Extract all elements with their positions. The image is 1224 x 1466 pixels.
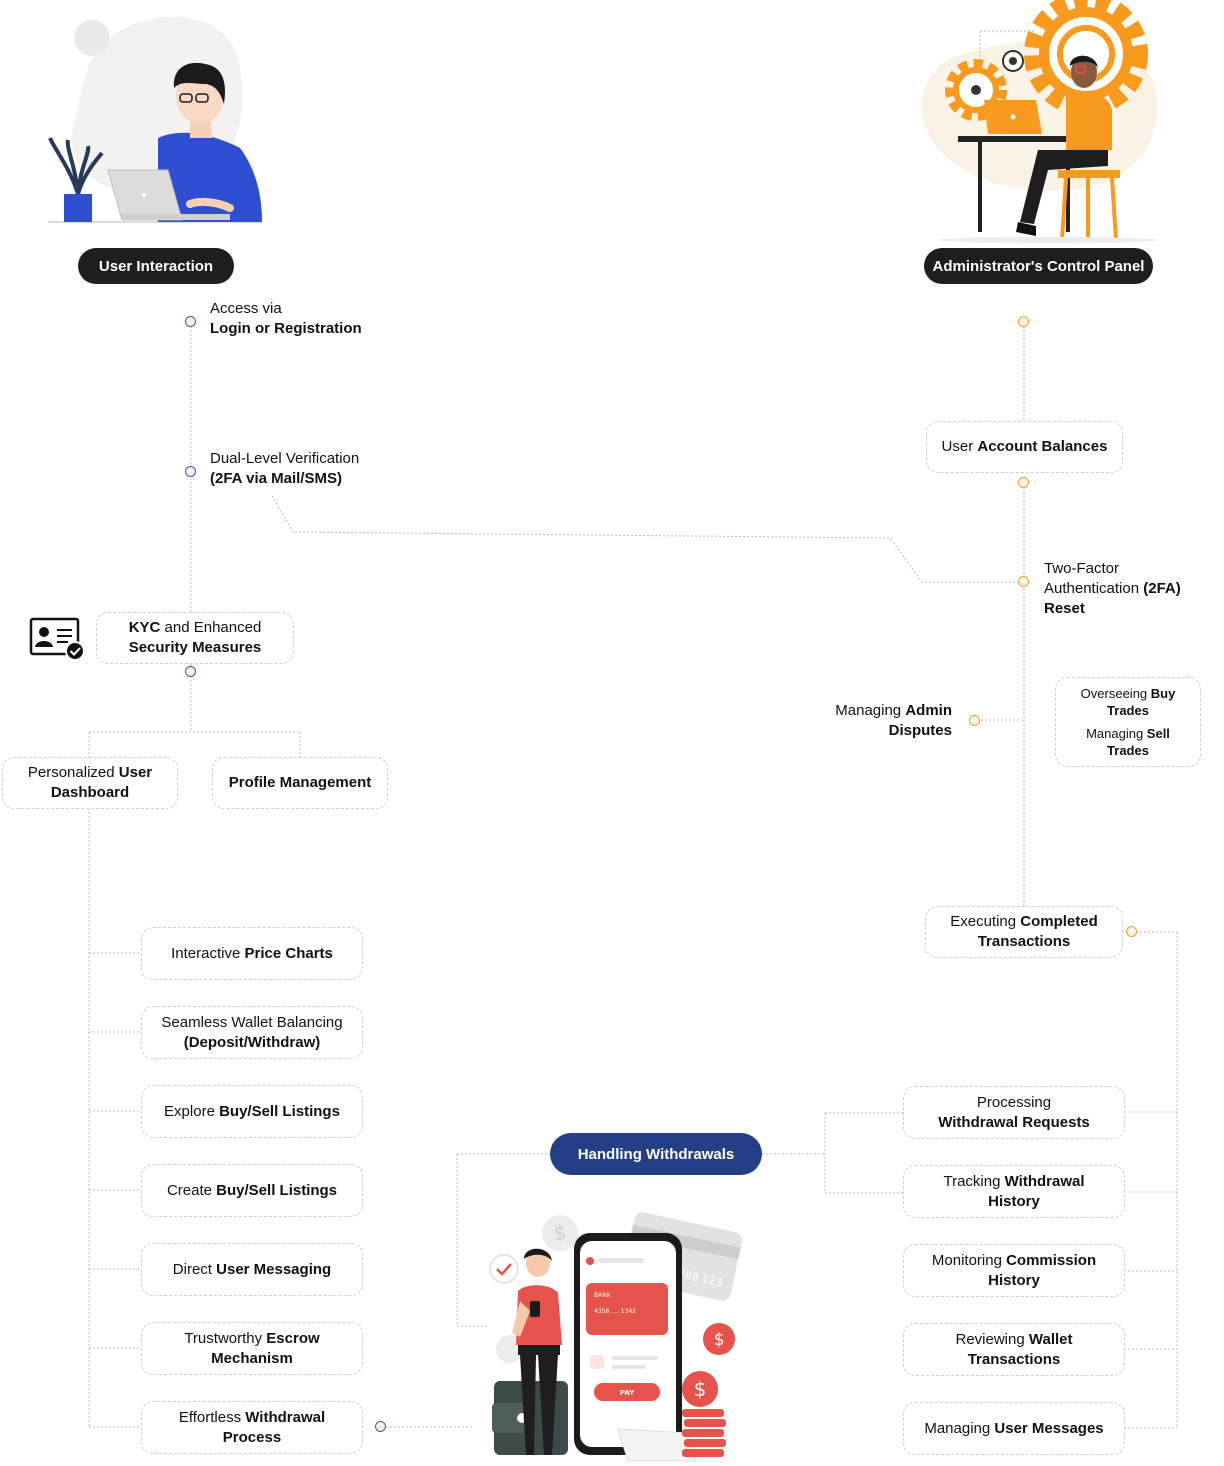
svg-text:$: $ bbox=[694, 1377, 707, 1401]
pay-button-text: PAY bbox=[620, 1389, 635, 1397]
admin-at-desk-illustration bbox=[921, 0, 1158, 243]
card-number-text: 4356 .... 1342 bbox=[594, 1308, 636, 1315]
admin-start-node-dot bbox=[1018, 316, 1029, 327]
kyc-security-box: KYC and Enhanced Security Measures bbox=[96, 612, 294, 664]
admin-panel-header: Administrator's Control Panel bbox=[924, 248, 1153, 284]
profile-management-box: Profile Management bbox=[212, 757, 388, 809]
disputes-node-dot bbox=[969, 715, 980, 726]
admin-disputes-label: Managing Admin Disputes bbox=[835, 702, 952, 739]
feature-explore-listings: Explore Buy/Sell Listings bbox=[141, 1085, 363, 1138]
account-balances-box: User Account Balances bbox=[926, 421, 1123, 473]
user-at-laptop-illustration bbox=[48, 16, 262, 223]
feature-create-listings: Create Buy/Sell Listings bbox=[141, 1164, 363, 1217]
user-interaction-header: User Interaction bbox=[78, 248, 234, 284]
svg-text:$: $ bbox=[714, 1330, 725, 1350]
handling-withdrawals-header: Handling Withdrawals bbox=[550, 1133, 762, 1175]
feature-price-charts: Interactive Price Charts bbox=[141, 927, 363, 980]
feature-user-messaging: Direct User Messaging bbox=[141, 1243, 363, 1296]
card-bank-label: BANK bbox=[594, 1292, 612, 1299]
withdrawal-process-node-dot bbox=[375, 1421, 386, 1432]
access-label: Access via Login or Registration bbox=[210, 300, 362, 337]
kyc-node-dot bbox=[185, 666, 196, 677]
tfa-reset-node-dot bbox=[1018, 576, 1029, 587]
user-dashboard-box: Personalized User Dashboard bbox=[2, 757, 178, 809]
svg-text:$: $ bbox=[554, 1221, 567, 1245]
verification-label: Dual-Level Verification (2FA via Mail/SM… bbox=[210, 450, 360, 487]
access-node-dot bbox=[185, 316, 196, 327]
verification-node-dot bbox=[185, 466, 196, 477]
id-card-verified-icon bbox=[29, 617, 85, 661]
feature-wallet-balancing: Seamless Wallet Balancing(Deposit/Withdr… bbox=[141, 1006, 363, 1059]
balances-node-dot bbox=[1018, 477, 1029, 488]
executing-node-dot bbox=[1126, 926, 1137, 937]
admin-feature-user-messages: Managing User Messages bbox=[903, 1402, 1125, 1455]
mobile-payment-illustration: $ 789 123 BANK 4356 .... 1342 PAY $ $ bbox=[489, 1212, 743, 1462]
tfa-reset-label: Two-Factor Authentication (2FA) Reset bbox=[1044, 560, 1181, 617]
